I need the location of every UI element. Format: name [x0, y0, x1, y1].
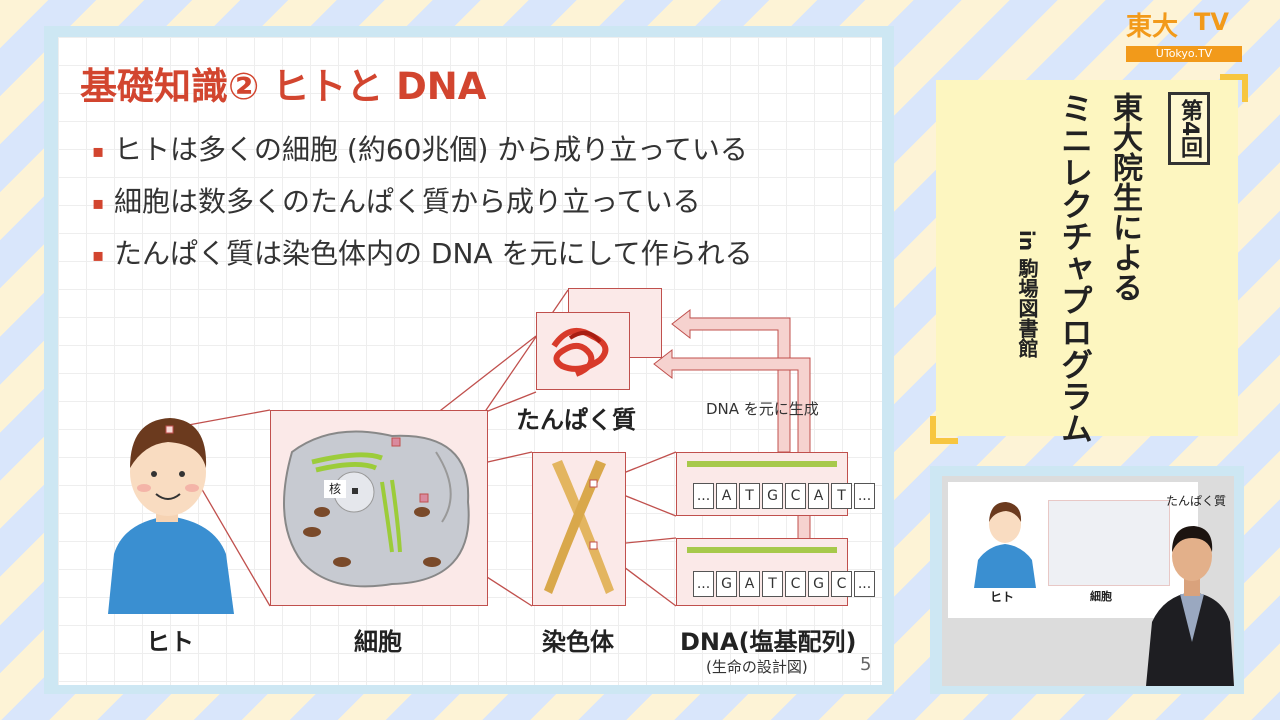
- projected-protein-label: たんぱく質: [1166, 494, 1227, 508]
- base: ...: [693, 483, 714, 509]
- base: C: [785, 483, 806, 509]
- corner-accent: [1220, 74, 1248, 102]
- base: C: [831, 571, 852, 597]
- chromosome-illustration: [544, 460, 614, 594]
- utokyo-tv-logo: 東大 TV UTokyo.TV: [1126, 6, 1242, 62]
- bullet-text: ヒトは多くの細胞 (約60兆個) から成り立っている: [114, 133, 748, 166]
- speaker-figure: [1146, 526, 1234, 686]
- promo-line1: 東大院生による: [1107, 92, 1142, 302]
- slide-page-number: 5: [860, 654, 872, 675]
- base: G: [716, 571, 737, 597]
- projected-cell: [1048, 500, 1170, 586]
- base: C: [785, 571, 806, 597]
- promo-line2: ミニレクチャプログラム: [1056, 92, 1094, 444]
- base: ...: [854, 571, 875, 597]
- bullet-marker-icon: ▪: [92, 244, 105, 266]
- human-label: ヒト: [146, 628, 194, 656]
- projected-cell-label: 細胞: [1090, 590, 1112, 603]
- human-figure: [108, 418, 234, 614]
- logo-main: 東大: [1126, 12, 1179, 42]
- bullet-item: ▪ 細胞は数多くのたんぱく質から成り立っている: [92, 180, 701, 220]
- base: T: [762, 571, 783, 597]
- bullet-item: ▪ たんぱく質は染色体内の DNA を元にして作られる: [92, 232, 753, 272]
- base: A: [739, 571, 760, 597]
- projected-human-label: ヒト: [990, 590, 1015, 604]
- bullet-text: 細胞は数多くのたんぱく質から成り立っている: [114, 185, 701, 218]
- bullet-marker-icon: ▪: [92, 140, 105, 162]
- slide-title: 基礎知識② ヒトと DNA: [80, 65, 487, 108]
- chromosome-box: [532, 452, 626, 606]
- bullet-item: ▪ ヒトは多くの細胞 (約60兆個) から成り立っている: [92, 128, 748, 168]
- dna-label: DNA(塩基配列): [680, 628, 857, 656]
- projected-human-icon: [974, 502, 1036, 588]
- base: T: [739, 483, 760, 509]
- base: G: [808, 571, 829, 597]
- dna-sublabel: (生命の設計図): [706, 658, 808, 676]
- base: ...: [854, 483, 875, 509]
- base: T: [831, 483, 852, 509]
- base: A: [808, 483, 829, 509]
- protein-label: たんぱく質: [516, 406, 636, 434]
- base: ...: [693, 571, 714, 597]
- protein-illustration: [551, 327, 609, 377]
- cell-label: 細胞: [354, 628, 402, 656]
- nucleus-label: 核: [324, 480, 346, 498]
- session-badge: 第4回: [1168, 92, 1210, 166]
- logo-sub: UTokyo.TV: [1126, 46, 1242, 62]
- arrow-label: DNA を元に生成: [706, 400, 819, 418]
- base: A: [716, 483, 737, 509]
- bullet-text: たんぱく質は染色体内の DNA を元にして作られる: [114, 237, 753, 270]
- chromosome-label: 染色体: [542, 628, 614, 656]
- speaker-video: ヒト 細胞 たんぱく質: [942, 476, 1234, 686]
- promo-location: in 駒場図書館: [1015, 230, 1039, 359]
- logo-tv: TV: [1194, 8, 1229, 36]
- corner-accent: [930, 416, 958, 444]
- cell-illustration: [283, 430, 470, 588]
- promo-panel: 第4回 東大院生による ミニレクチャプログラム in 駒場図書館: [936, 80, 1238, 444]
- base: G: [762, 483, 783, 509]
- bullet-marker-icon: ▪: [92, 192, 105, 214]
